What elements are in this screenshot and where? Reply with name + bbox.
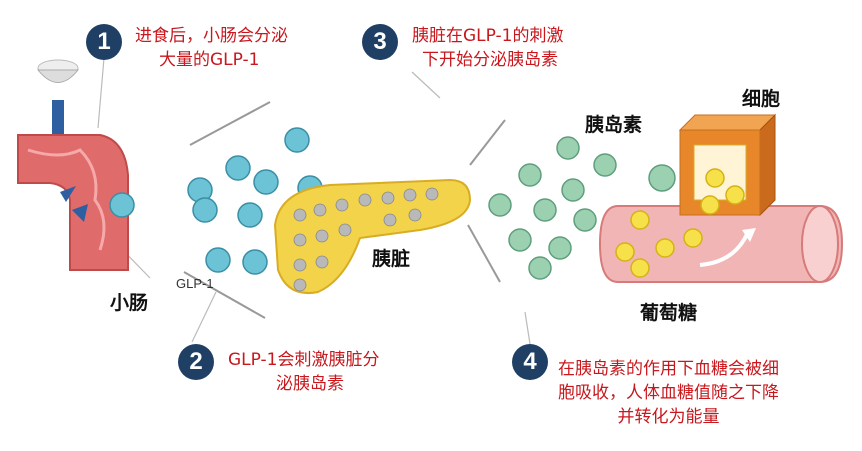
glucose-molecule bbox=[705, 168, 725, 188]
insulin-cell bbox=[528, 256, 552, 280]
rice-bowl-icon bbox=[36, 59, 80, 83]
step-4-caption: 在胰岛素的作用下血糖会被细 胞吸收，人体血糖值随之下降 并转化为能量 bbox=[558, 357, 779, 429]
step-4-number: 4 bbox=[512, 344, 548, 380]
uptake-arrow-icon bbox=[699, 231, 750, 267]
glucose-molecule bbox=[725, 185, 745, 205]
glp1-cell bbox=[284, 127, 310, 153]
insulin-cell bbox=[648, 164, 676, 192]
cell-label: 细胞 bbox=[742, 88, 781, 110]
connector-line-4 bbox=[524, 311, 531, 345]
insulin-cell bbox=[561, 178, 585, 202]
pancreas-label: 胰脏 bbox=[372, 248, 411, 270]
glucose-label: 葡萄糖 bbox=[640, 302, 698, 324]
insulin-cell bbox=[573, 208, 597, 232]
small-intestine-label: 小肠 bbox=[110, 292, 149, 314]
step-1-number: 1 bbox=[86, 24, 122, 60]
connector-line-3 bbox=[411, 71, 441, 99]
glp1-cell bbox=[205, 247, 231, 273]
step-2-line2: 泌胰岛素 bbox=[276, 374, 344, 394]
blood-vessel-shape bbox=[598, 205, 844, 283]
step-3-number: 3 bbox=[362, 24, 398, 60]
step-3-caption: 胰脏在GLP-1的刺激 下开始分泌胰岛素 bbox=[412, 24, 563, 72]
step-4-line1: 在胰岛素的作用下血糖会被细 bbox=[558, 359, 779, 379]
connector-line-1 bbox=[97, 57, 105, 129]
step-1-line1: 进食后，小肠会分泌 bbox=[135, 26, 288, 46]
insulin-cell bbox=[533, 198, 557, 222]
funnel-lines-left bbox=[183, 101, 271, 319]
insulin-cell bbox=[518, 163, 542, 187]
step-1-line2: 大量的GLP-1 bbox=[159, 50, 260, 70]
step-2-caption: GLP-1会刺激胰脏分 泌胰岛素 bbox=[228, 348, 379, 396]
glucose-molecule bbox=[683, 228, 703, 248]
glucose-molecule bbox=[615, 242, 635, 262]
insulin-cell bbox=[593, 153, 617, 177]
step-1-caption: 进食后，小肠会分泌 大量的GLP-1 bbox=[135, 24, 288, 72]
insulin-label: 胰岛素 bbox=[585, 114, 643, 136]
pancreas-shape bbox=[273, 178, 472, 294]
step-2-number: 2 bbox=[178, 344, 214, 380]
cell-box-shape bbox=[678, 113, 777, 217]
glucose-molecule bbox=[630, 258, 650, 278]
small-intestine-shape bbox=[17, 134, 129, 271]
glp1-cell bbox=[253, 169, 279, 195]
glucose-molecule bbox=[700, 195, 720, 215]
glp1-cell bbox=[225, 155, 251, 181]
glp1-label: GLP-1 bbox=[176, 276, 214, 291]
step-3-line1: 胰脏在GLP-1的刺激 bbox=[412, 26, 564, 46]
step-4-line3: 并转化为能量 bbox=[617, 407, 720, 427]
insulin-cell bbox=[548, 236, 572, 260]
insulin-cell bbox=[508, 228, 532, 252]
glp1-cell bbox=[192, 197, 218, 223]
glp1-cell bbox=[242, 249, 268, 275]
funnel-lines-right bbox=[467, 119, 506, 283]
insulin-cell bbox=[556, 136, 580, 160]
glp1-cell bbox=[237, 202, 263, 228]
glp1-cell bbox=[109, 192, 135, 218]
connector-line-2 bbox=[191, 291, 217, 343]
step-4-line2: 胞吸收，人体血糖值随之下降 bbox=[558, 383, 779, 403]
insulin-cell bbox=[488, 193, 512, 217]
step-2-line1: GLP-1会刺激胰脏分 bbox=[228, 350, 380, 370]
glucose-molecule bbox=[630, 210, 650, 230]
glucose-molecule bbox=[655, 238, 675, 258]
step-3-line2: 下开始分泌胰岛素 bbox=[422, 50, 558, 70]
